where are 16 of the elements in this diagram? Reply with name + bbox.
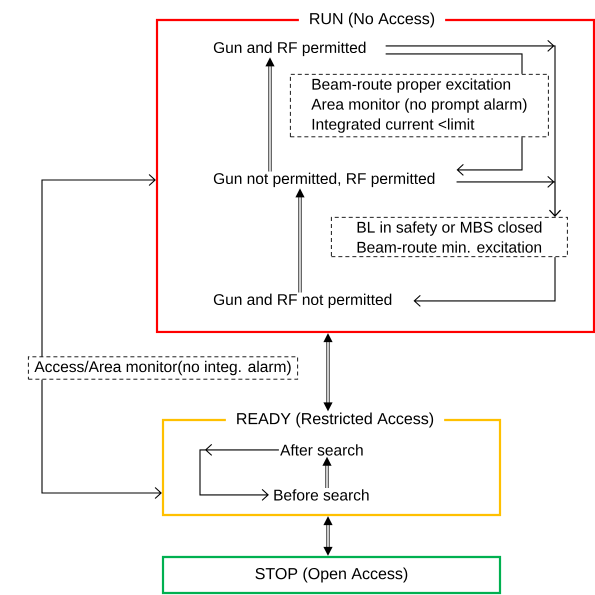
state-label: Before search [274, 489, 369, 501]
arrow [414, 257, 556, 307]
state-label: Gun not permitted, RF permitted [214, 172, 434, 188]
state-label: After search [280, 444, 363, 456]
condition-box: Access/Area monitor(no integ. alarm) [28, 356, 298, 380]
arrow [41, 380, 162, 499]
state-box: STOP (Open Access) [162, 556, 502, 594]
state-label: Gun and RF not permitted [214, 294, 392, 308]
condition-box: Beam-route proper excitation Area monitor (no prompt alarm) Integrated current <limit [290, 74, 549, 138]
arrow [41, 174, 156, 356]
arrow [456, 137, 523, 176]
connector-line [386, 53, 523, 74]
state-label: Gun and RF permitted [214, 42, 366, 56]
condition-box: BL in safety or MBS closed Beam-route min. excitation [330, 216, 568, 258]
arrow [199, 444, 279, 501]
arrow [456, 176, 561, 217]
